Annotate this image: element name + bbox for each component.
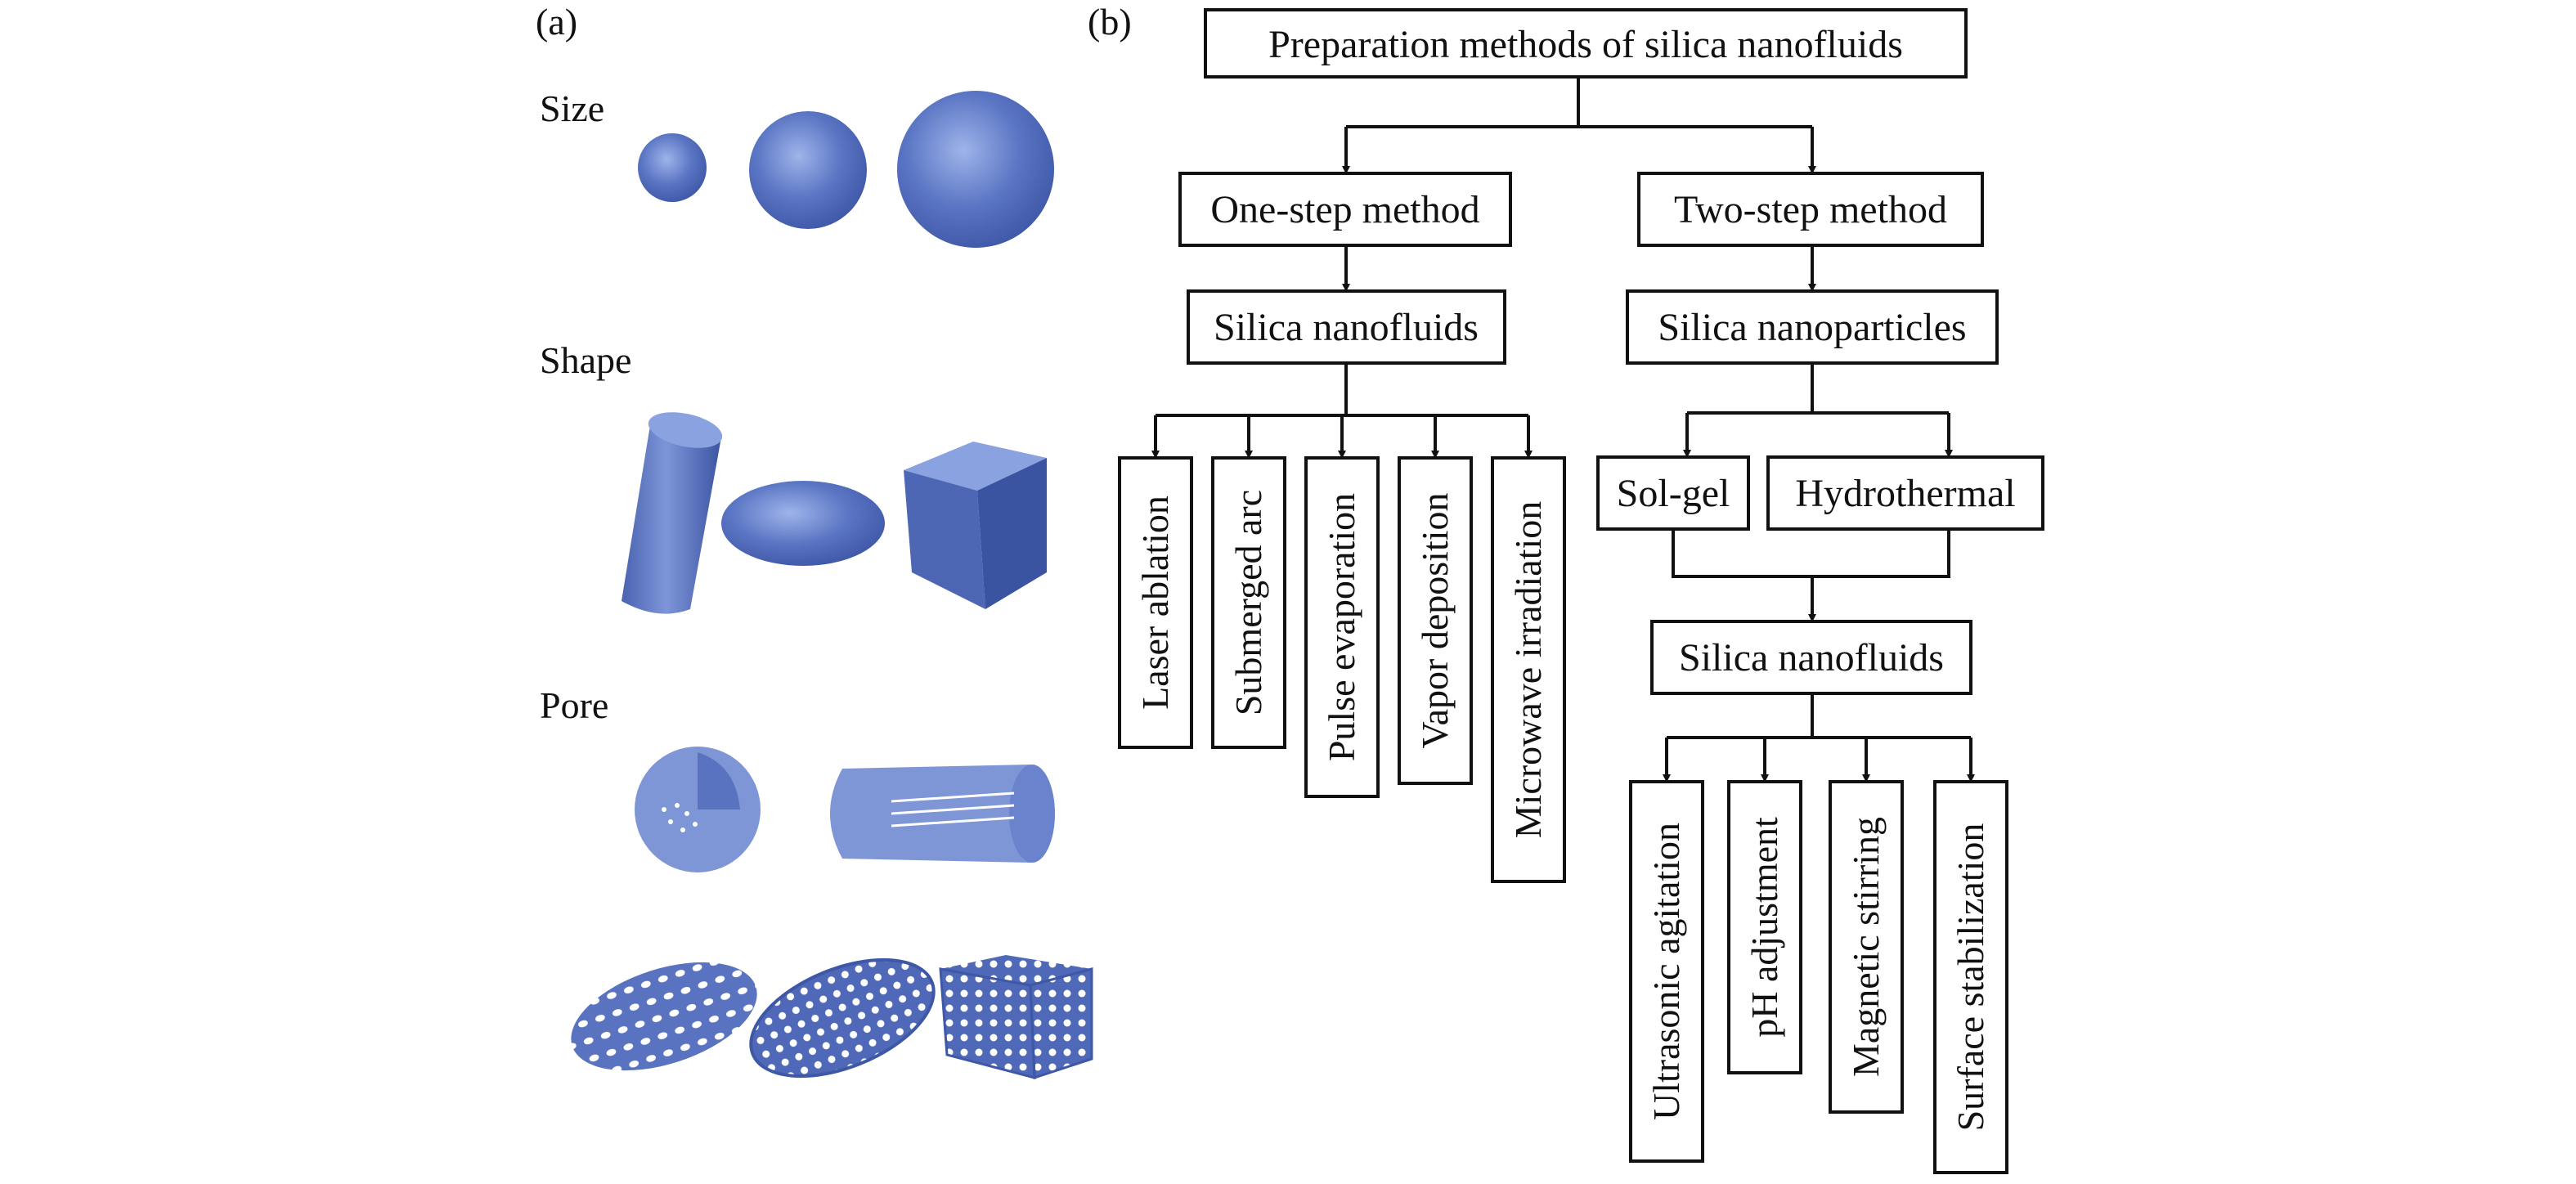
cube-particle	[904, 442, 1047, 609]
one-step-title: One-step method	[1210, 188, 1479, 231]
root-connector	[1346, 77, 1812, 128]
dispersion-box-surface	[1933, 780, 2008, 1174]
row-title-shape: Shape	[540, 339, 631, 381]
row-title-size: Size	[540, 87, 604, 129]
method-vapor-deposition: Vapor deposition	[1414, 492, 1456, 748]
row-title-pore: Pore	[540, 684, 608, 726]
method-submerged-arc: Submerged arc	[1227, 490, 1269, 715]
large-sphere-particle	[897, 91, 1054, 248]
method-box-vapor-deposition	[1398, 456, 1473, 785]
two-step-product-box	[1650, 620, 1972, 695]
perforated-shell-particle	[749, 958, 936, 1079]
perforated-cube-particle	[939, 955, 1093, 1080]
method-box-microwave-irradiation	[1491, 456, 1566, 883]
dispersion-magnetic-stirring: Magnetic stirring	[1845, 817, 1887, 1077]
cylinder-particle	[622, 412, 723, 614]
one-step-product-box	[1187, 289, 1506, 365]
root-box	[1204, 8, 1968, 78]
dispersion-box-ph	[1727, 780, 1802, 1074]
two-step-product: Silica nanofluids	[1679, 636, 1944, 679]
hydrothermal-box	[1766, 455, 2044, 531]
one-step-methods-connector	[1156, 363, 1528, 417]
method-box-submerged-arc	[1211, 456, 1286, 749]
two-step-particles: Silica nanoparticles	[1658, 306, 1966, 349]
dispersion-box-ultrasonic	[1629, 780, 1704, 1163]
synthesis-connector	[1687, 363, 1949, 415]
ellipsoid-particle	[721, 481, 885, 566]
root-title: Preparation methods of silica nanofluids	[1268, 23, 1903, 66]
dispersion-ultrasonic-agitation: Ultrasonic agitation	[1645, 823, 1687, 1120]
synthesis-hydrothermal: Hydrothermal	[1795, 472, 2015, 515]
panel-a: (a) Size Shape Pore	[536, 1, 1093, 1080]
two-step-box	[1637, 172, 1984, 247]
method-box-pulse-evaporation	[1304, 456, 1380, 798]
porous-cylinder-particle	[830, 765, 1055, 863]
method-pulse-evaporation: Pulse evaporation	[1321, 493, 1362, 761]
sol-gel-box	[1596, 455, 1750, 531]
dispersion-connector	[1667, 693, 1971, 739]
panel-b-label: (b)	[1088, 1, 1132, 43]
method-laser-ablation: Laser ablation	[1134, 496, 1176, 710]
one-step-box	[1178, 172, 1512, 247]
dispersion-surface-stabilization: Surface stabilization	[1950, 823, 1991, 1132]
one-step-product: Silica nanofluids	[1214, 306, 1479, 349]
dispersion-ph-adjustment: pH adjustment	[1744, 817, 1785, 1038]
panel-a-label: (a)	[536, 1, 577, 43]
method-box-laser-ablation	[1118, 456, 1193, 749]
dispersion-box-magnetic	[1829, 780, 1904, 1114]
perforated-ellipsoid-particle	[571, 962, 757, 1071]
method-microwave-irradiation: Microwave irradiation	[1507, 501, 1549, 839]
two-step-title: Two-step method	[1674, 188, 1947, 231]
medium-sphere-particle	[749, 111, 867, 229]
synthesis-sol-gel: Sol-gel	[1617, 472, 1730, 515]
porous-sphere-particle	[635, 747, 761, 872]
small-sphere-particle	[638, 133, 707, 202]
panel-b: (b) Preparation methods of silica nanofl…	[1088, 1, 2044, 1174]
